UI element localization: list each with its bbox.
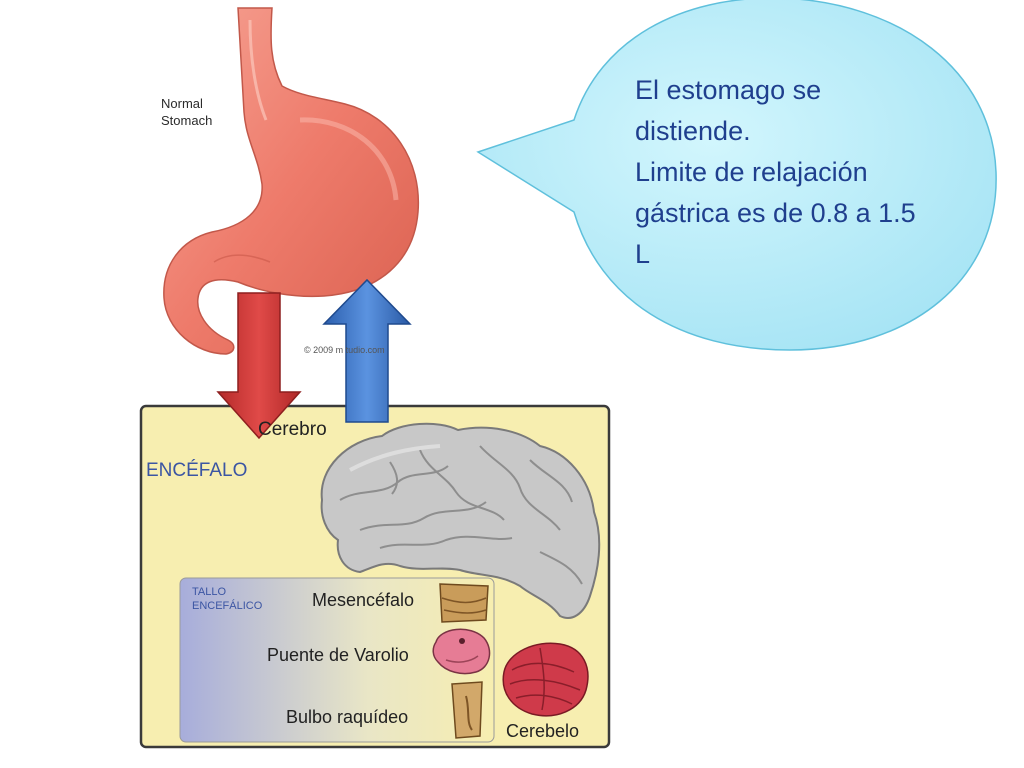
encefalo-title: ENCÉFALO bbox=[146, 460, 248, 481]
down-arrow bbox=[216, 292, 302, 440]
bubble-text: El estomago se distiende. Limite de rela… bbox=[635, 70, 935, 275]
brain-illustration bbox=[320, 422, 601, 619]
cerebro-label: Cerebro bbox=[258, 419, 327, 440]
stomach-caption-line2: Stomach bbox=[161, 113, 213, 128]
bulbo-illustration bbox=[451, 681, 483, 739]
tallo-line2: ENCEFÁLICO bbox=[192, 600, 263, 612]
stomach-caption: Normal Stomach bbox=[161, 95, 212, 129]
bubble-line2: Limite de relajación gástrica es de 0.8 … bbox=[635, 157, 916, 269]
tallo-region bbox=[179, 577, 495, 743]
mesencefalo-label: Mesencéfalo bbox=[312, 590, 415, 610]
tallo-label: TALLO ENCEFÁLICO bbox=[192, 585, 262, 613]
tallo-line1: TALLO bbox=[192, 586, 227, 598]
speech-bubble bbox=[476, 0, 997, 351]
cerebellum-illustration bbox=[502, 642, 589, 717]
stomach-illustration bbox=[163, 7, 420, 355]
puente-label: Puente de Varolio bbox=[267, 645, 409, 665]
puente-illustration bbox=[432, 628, 491, 675]
bubble-line1: El estomago se distiende. bbox=[635, 75, 822, 146]
stomach-caption-line1: Normal bbox=[161, 96, 203, 111]
copyright-text: © 2009 m tudio.com bbox=[304, 345, 385, 355]
mesencefalo-illustration bbox=[439, 583, 489, 623]
bulbo-label: Bulbo raquídeo bbox=[286, 707, 409, 727]
cerebelo-label: Cerebelo bbox=[506, 721, 580, 741]
up-arrow bbox=[322, 278, 412, 423]
